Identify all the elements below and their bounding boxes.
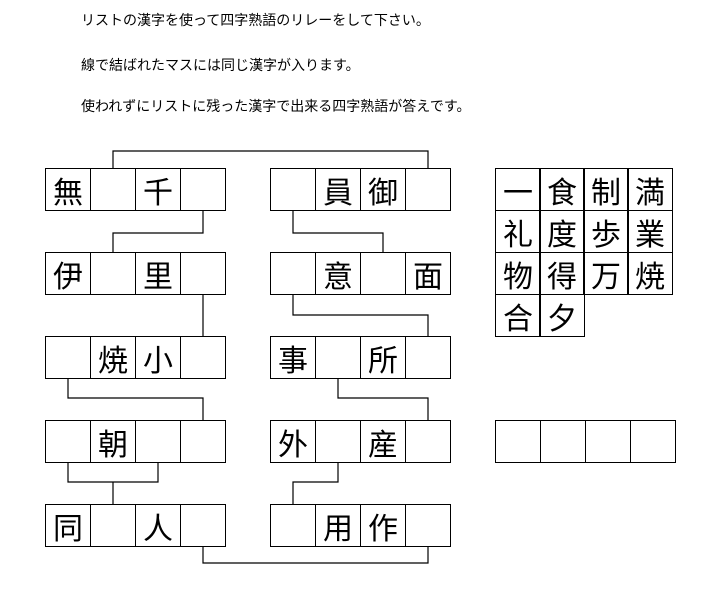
- kanji-list-item[interactable]: 得: [539, 252, 585, 295]
- kanji-list: 一 食 制 満 礼 度 歩 業 物 得 万 焼 合 夕: [495, 168, 673, 337]
- kanji-list-item[interactable]: 業: [627, 210, 673, 253]
- kanji-list-item[interactable]: 制: [583, 168, 629, 211]
- right-row-4: 外 産: [270, 420, 451, 463]
- puzzle-cell[interactable]: [181, 253, 226, 295]
- puzzle-cell[interactable]: [91, 169, 136, 211]
- kanji-list-item[interactable]: 物: [495, 252, 541, 295]
- puzzle-cell[interactable]: 用: [316, 505, 361, 547]
- puzzle-cell[interactable]: 事: [271, 337, 316, 379]
- puzzle-cell[interactable]: [271, 505, 316, 547]
- puzzle-cell[interactable]: [181, 421, 226, 463]
- puzzle-cell[interactable]: [316, 421, 361, 463]
- connector-line: [112, 150, 429, 168]
- right-row-3: 事 所: [270, 336, 451, 379]
- answer-cell[interactable]: [496, 421, 541, 463]
- right-row-1: 員 御: [270, 168, 451, 211]
- puzzle-cell[interactable]: [361, 253, 406, 295]
- connector-line: [67, 462, 159, 483]
- connector-line: [292, 294, 429, 336]
- left-row-2: 伊 里: [45, 252, 226, 295]
- puzzle-cell[interactable]: 外: [271, 421, 316, 463]
- puzzle-cell[interactable]: [181, 505, 226, 547]
- puzzle-cell[interactable]: [46, 337, 91, 379]
- instruction-line-2: 線で結ばれたマスには同じ漢字が入ります。: [81, 58, 360, 74]
- puzzle-cell[interactable]: 朝: [91, 421, 136, 463]
- kanji-list-item[interactable]: 礼: [495, 210, 541, 253]
- connector-line: [67, 378, 204, 420]
- left-row-1: 無 千: [45, 168, 226, 211]
- puzzle-cell[interactable]: 千: [136, 169, 181, 211]
- puzzle-cell[interactable]: [406, 337, 451, 379]
- puzzle-cell[interactable]: [91, 253, 136, 295]
- puzzle-cell[interactable]: 人: [136, 505, 181, 547]
- puzzle-cell[interactable]: [181, 169, 226, 211]
- puzzle-cell[interactable]: [406, 505, 451, 547]
- connector-line: [112, 210, 204, 252]
- puzzle-cell[interactable]: [316, 337, 361, 379]
- kanji-list-item[interactable]: 食: [539, 168, 585, 211]
- puzzle-cell[interactable]: 面: [406, 253, 451, 295]
- kanji-list-item[interactable]: 度: [539, 210, 585, 253]
- puzzle-cell[interactable]: 意: [316, 253, 361, 295]
- connector-line: [292, 210, 384, 252]
- answer-cell[interactable]: [586, 421, 631, 463]
- puzzle-cell[interactable]: [91, 505, 136, 547]
- puzzle-cell[interactable]: [271, 253, 316, 295]
- puzzle-cell[interactable]: [406, 421, 451, 463]
- kanji-list-item[interactable]: 万: [583, 252, 629, 295]
- left-row-3: 焼 小: [45, 336, 226, 379]
- puzzle-cell[interactable]: 作: [361, 505, 406, 547]
- puzzle-cell[interactable]: 員: [316, 169, 361, 211]
- puzzle-cell[interactable]: 伊: [46, 253, 91, 295]
- connector-line: [337, 378, 429, 420]
- answer-cell[interactable]: [631, 421, 676, 463]
- connector-line: [202, 546, 429, 564]
- puzzle-cell[interactable]: 産: [361, 421, 406, 463]
- puzzle-cell[interactable]: 所: [361, 337, 406, 379]
- kanji-list-item[interactable]: 満: [627, 168, 673, 211]
- kanji-list-item[interactable]: 一: [495, 168, 541, 211]
- kanji-list-item[interactable]: 合: [495, 294, 541, 337]
- puzzle-cell[interactable]: 同: [46, 505, 91, 547]
- left-row-5: 同 人: [45, 504, 226, 547]
- puzzle-cell[interactable]: [46, 421, 91, 463]
- puzzle-cell[interactable]: 無: [46, 169, 91, 211]
- puzzle-cell[interactable]: 焼: [91, 337, 136, 379]
- answer-row: [495, 420, 676, 463]
- connector-line: [292, 462, 339, 504]
- puzzle-cell[interactable]: [406, 169, 451, 211]
- kanji-list-item[interactable]: 歩: [583, 210, 629, 253]
- right-row-5: 用 作: [270, 504, 451, 547]
- kanji-list-item[interactable]: 焼: [627, 252, 673, 295]
- answer-cell[interactable]: [541, 421, 586, 463]
- instruction-line-1: リストの漢字を使って四字熟語のリレーをして下さい。: [81, 13, 430, 29]
- puzzle-cell[interactable]: [181, 337, 226, 379]
- puzzle-cell[interactable]: [271, 169, 316, 211]
- puzzle-cell[interactable]: [136, 421, 181, 463]
- puzzle-cell[interactable]: 御: [361, 169, 406, 211]
- left-row-4: 朝: [45, 420, 226, 463]
- puzzle-cell[interactable]: 小: [136, 337, 181, 379]
- right-row-2: 意 面: [270, 252, 451, 295]
- instruction-line-3: 使われずにリストに残った漢字で出来る四字熟語が答えです。: [81, 99, 471, 115]
- kanji-list-item[interactable]: 夕: [539, 294, 585, 337]
- puzzle-cell[interactable]: 里: [136, 253, 181, 295]
